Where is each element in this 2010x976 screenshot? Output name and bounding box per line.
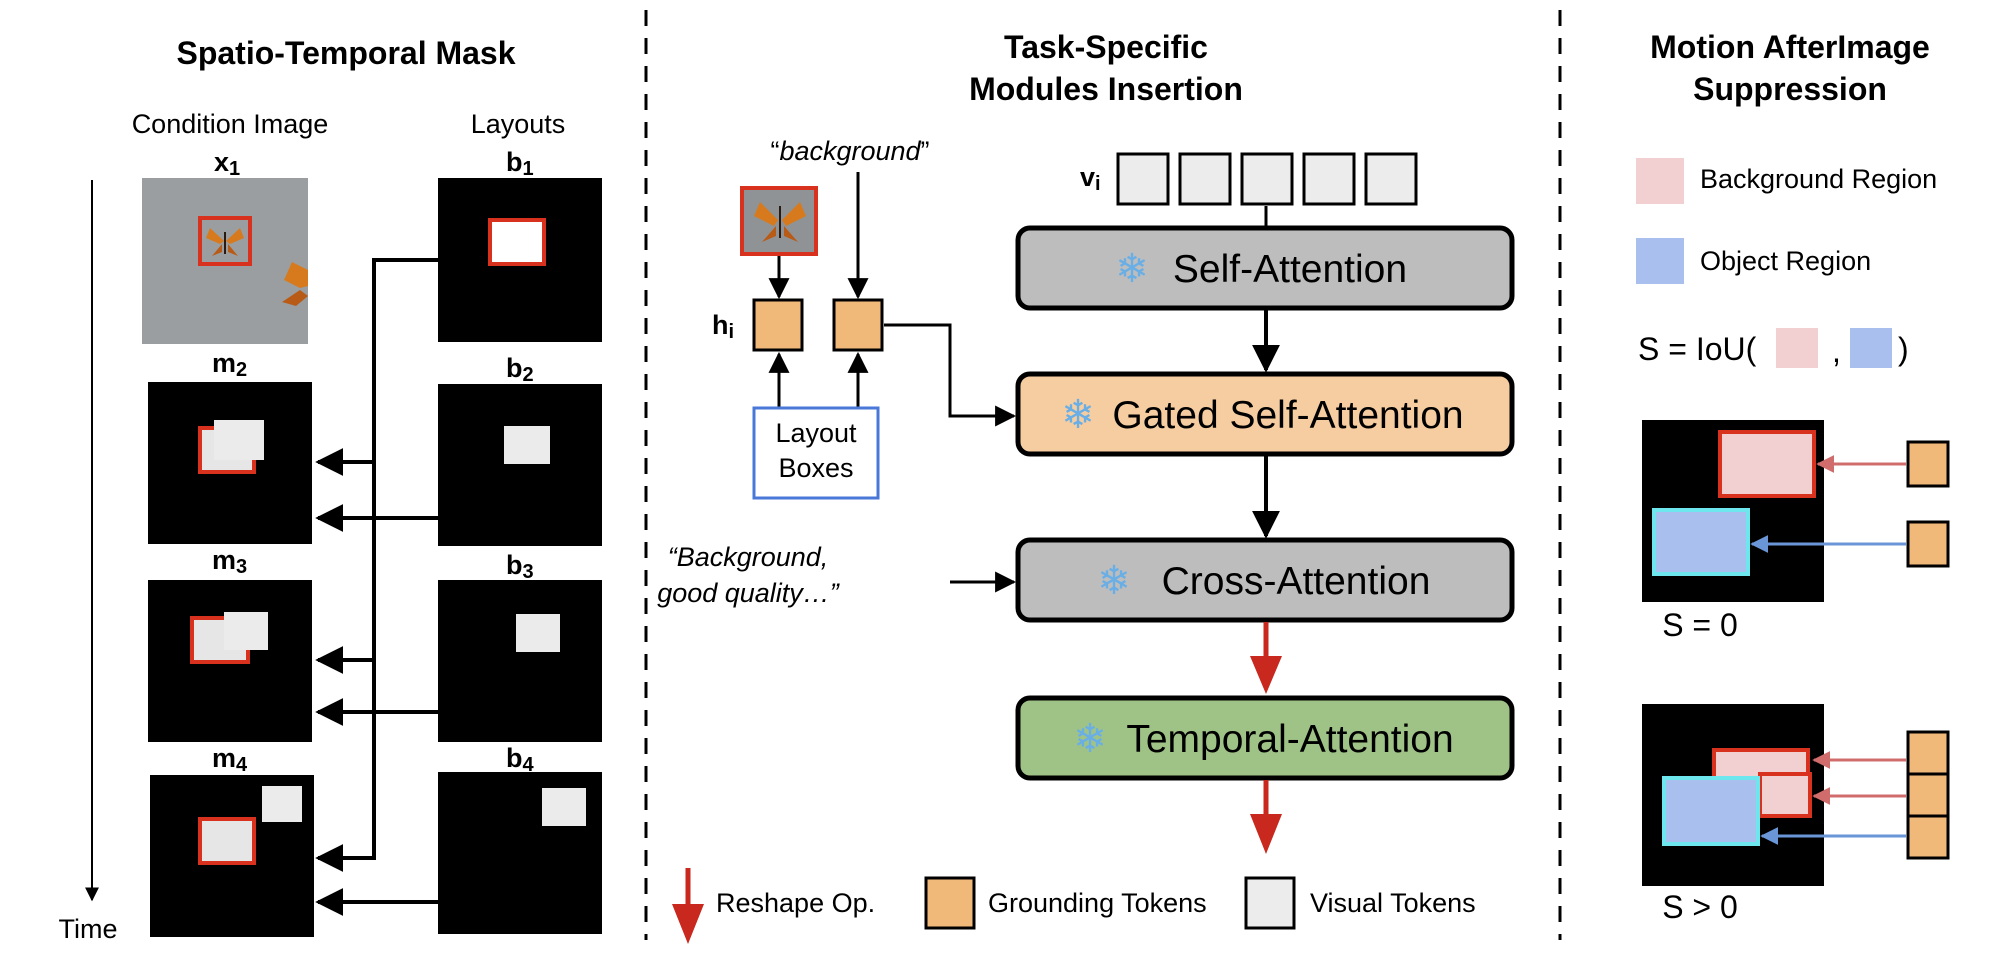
svg-text:S = IoU(: S = IoU(: [1638, 331, 1757, 367]
case-s1-label: S > 0: [1662, 889, 1738, 925]
case-s0-frame: [1642, 420, 1824, 602]
right-title-line2: Suppression: [1693, 71, 1887, 107]
frame-label-b2: b2: [506, 353, 534, 386]
legend-bg-region-label: Background Region: [1700, 164, 1937, 194]
reshape-arrow-2: [1250, 780, 1282, 854]
layout-frame-b1: [438, 178, 602, 342]
iou-formula: S = IoU( , ): [1638, 328, 1909, 369]
background-prompt: “background”: [770, 136, 929, 166]
layout-frame-b2: [438, 384, 602, 546]
formula-bg-swatch: [1776, 328, 1818, 368]
legend-visual-label: Visual Tokens: [1310, 888, 1476, 918]
self-attention-label: Self-Attention: [1173, 248, 1407, 291]
gated-self-attention-block: [1015, 371, 1515, 457]
cross-attention-snowflake-icon: ❄: [1097, 559, 1131, 603]
visual-tokens-row: [1116, 152, 1418, 206]
temporal-attention-label: Temporal-Attention: [1126, 718, 1453, 761]
svg-text:,: ,: [1832, 333, 1841, 369]
layouts-header: Layouts: [471, 109, 566, 139]
self-attention-block: [1015, 225, 1515, 311]
grounding-token-image: [752, 298, 804, 352]
layout-frame-b4: [438, 772, 602, 934]
cross-attention-block: [1015, 537, 1515, 623]
temporal-attention-block: [1015, 695, 1515, 781]
legend-obj-region-swatch: [1636, 238, 1684, 284]
butterfly-thumbnail: [740, 186, 818, 256]
middle-title-line1: Task-Specific: [1004, 29, 1208, 65]
legend-reshape-arrow-icon: [672, 868, 704, 944]
self-attention-snowflake-icon: ❄: [1115, 247, 1149, 291]
middle-title-line2: Modules Insertion: [969, 71, 1243, 107]
left-title: Spatio-Temporal Mask: [176, 35, 515, 71]
case-s1-frame: [1642, 704, 1824, 886]
formula-obj-swatch: [1850, 328, 1892, 368]
reshape-arrow-1: [1250, 622, 1282, 694]
case-s1-token-3: [1906, 814, 1950, 860]
grounding-input-arrows: [768, 172, 1017, 427]
legend-bg-region-swatch: [1636, 158, 1684, 204]
legend-grounding-swatch: [924, 876, 976, 930]
frame-label-b1: b1: [506, 147, 534, 180]
h-label: hi: [712, 310, 734, 343]
frame-label-m4: m4: [212, 743, 248, 776]
layout-frame-b3: [438, 580, 602, 742]
legend-grounding-label: Grounding Tokens: [988, 888, 1207, 918]
caption-line1: “Background,: [668, 542, 829, 572]
legend-reshape-label: Reshape Op.: [716, 888, 875, 918]
right-title-line1: Motion AfterImage: [1650, 29, 1930, 65]
condition-image-header: Condition Image: [132, 109, 329, 139]
butterfly-icon: [206, 228, 244, 256]
case-s1-token-2: [1906, 772, 1950, 818]
frame-label-x1: x1: [214, 147, 240, 180]
mask-frame-m2: [148, 382, 312, 544]
layout-boxes-label-2: Boxes: [778, 453, 853, 483]
cross-attention-label: Cross-Attention: [1162, 560, 1431, 603]
svg-text:): ): [1898, 331, 1909, 367]
frame-label-b4: b4: [506, 743, 535, 776]
case-s0-token-bottom: [1906, 520, 1950, 568]
frame-label-m2: m2: [212, 348, 247, 381]
case-s0-label: S = 0: [1662, 607, 1738, 643]
layout-boxes-label-1: Layout: [775, 418, 857, 448]
gated-self-attention-label: Gated Self-Attention: [1112, 394, 1463, 437]
mask-frame-m4: [150, 775, 314, 937]
case-s0-token-top: [1906, 440, 1950, 488]
frame-label-b3: b3: [506, 550, 534, 583]
gated-self-attention-snowflake-icon: ❄: [1061, 393, 1095, 437]
legend-obj-region-label: Object Region: [1700, 246, 1871, 276]
grounding-token-text: [832, 298, 884, 352]
mask-routing-lines: [315, 258, 438, 916]
temporal-attention-snowflake-icon: ❄: [1073, 717, 1107, 761]
time-label: Time: [59, 914, 118, 944]
butterfly-icon-partial: [282, 262, 308, 306]
frame-label-m3: m3: [212, 545, 247, 578]
caption-line2: good quality…”: [657, 578, 840, 608]
mask-frame-m3: [148, 580, 312, 742]
layout-boxes-box: [752, 406, 880, 500]
v-label: vi: [1080, 162, 1101, 195]
legend-visual-swatch: [1244, 876, 1296, 930]
condition-image: [142, 178, 308, 344]
case-s1-token-1: [1906, 730, 1950, 776]
